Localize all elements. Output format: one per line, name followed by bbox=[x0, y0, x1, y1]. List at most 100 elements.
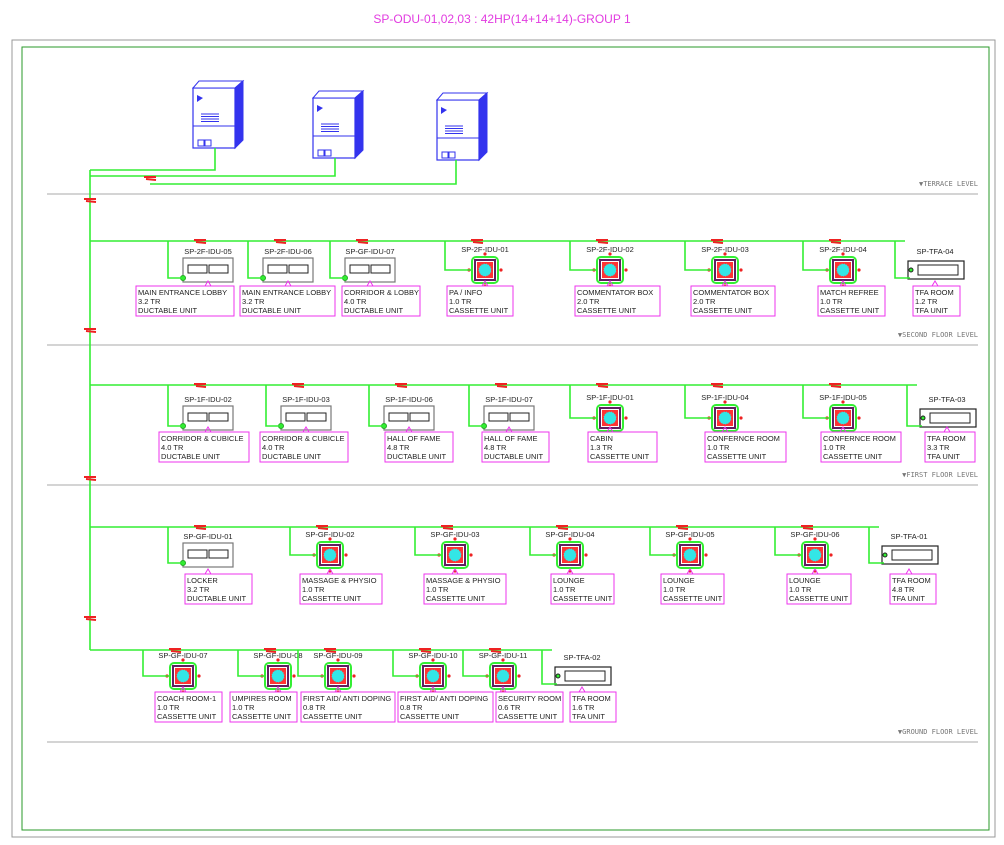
refnet-joint-icon bbox=[84, 616, 97, 621]
unit-label-box bbox=[889, 573, 937, 605]
branch-pipe bbox=[868, 527, 884, 564]
joint-mark bbox=[292, 383, 305, 388]
joint-mark bbox=[169, 648, 182, 653]
outdoor-unit-icon bbox=[191, 79, 245, 150]
branch-pipe bbox=[142, 650, 170, 677]
ductable-unit-icon bbox=[182, 257, 234, 283]
odu-side bbox=[354, 89, 364, 160]
unit-tag: SP-GF-IDU-03 bbox=[430, 530, 479, 539]
leader bbox=[943, 426, 951, 433]
leader bbox=[274, 686, 282, 693]
joint-mark bbox=[84, 328, 97, 333]
airflow-arrow bbox=[447, 674, 451, 678]
room-name: LOCKER bbox=[187, 576, 218, 585]
unit-type: CASSETTE UNIT bbox=[789, 594, 849, 603]
unit-type: DUCTABLE UNIT bbox=[484, 452, 543, 461]
unit-type: CASSETTE UNIT bbox=[820, 306, 880, 315]
unit-label-box bbox=[259, 431, 349, 463]
capacity: 4.8 TR bbox=[484, 443, 507, 452]
duct-grille bbox=[208, 412, 229, 422]
room-name: TFA ROOM bbox=[927, 434, 966, 443]
odu-1-pipe bbox=[90, 148, 216, 171]
leader bbox=[429, 686, 437, 693]
unit-type: CASSETTE UNIT bbox=[498, 712, 558, 721]
duct-grille bbox=[208, 549, 229, 559]
ductable-unit-icon bbox=[483, 405, 535, 431]
unit-tag: SP-GF-IDU-01 bbox=[183, 532, 232, 541]
unit-label-box bbox=[817, 285, 886, 317]
airflow-arrow bbox=[624, 416, 628, 420]
diagram-title: SP-ODU-01,02,03 : 42HP(14+14+14)-GROUP 1 bbox=[373, 12, 631, 26]
odu-port bbox=[317, 149, 325, 157]
capacity: 1.0 TR bbox=[707, 443, 730, 452]
unit-tag: SP-2F-IDU-02 bbox=[586, 245, 634, 254]
unit-type: TFA UNIT bbox=[927, 452, 960, 461]
leader bbox=[405, 426, 413, 433]
branch-pipe bbox=[414, 527, 442, 556]
leader bbox=[366, 280, 374, 287]
tfa-panel bbox=[917, 264, 959, 276]
duct-grille bbox=[187, 264, 208, 274]
duct-grille bbox=[187, 412, 208, 422]
duct-grille bbox=[208, 264, 229, 274]
unit-type: DUCTABLE UNIT bbox=[387, 452, 446, 461]
room-name: MASSAGE & PHYSIO bbox=[426, 576, 501, 585]
leader bbox=[839, 280, 847, 287]
capacity: 2.0 TR bbox=[693, 297, 716, 306]
unit-type: CASSETTE UNIT bbox=[426, 594, 486, 603]
leader bbox=[481, 280, 489, 287]
room-name: FIRST AID/ ANTI DOPING bbox=[303, 694, 391, 703]
joint-mark bbox=[316, 525, 329, 530]
refnet-joint-icon bbox=[144, 176, 157, 181]
cassette-frame bbox=[319, 544, 341, 566]
joint-mark bbox=[84, 616, 97, 621]
leader bbox=[905, 568, 913, 575]
room-name: SECURITY ROOM bbox=[498, 694, 561, 703]
refnet-joint-icon bbox=[419, 648, 432, 653]
capacity: 0.8 TR bbox=[400, 703, 423, 712]
unit-label-box bbox=[690, 285, 776, 317]
airflow-arrow bbox=[292, 674, 296, 678]
refnet-joint-icon bbox=[169, 648, 182, 653]
unit-type: DUCTABLE UNIT bbox=[161, 452, 220, 461]
outdoor-unit-icon bbox=[311, 89, 365, 160]
tfa-unit-icon bbox=[919, 408, 977, 428]
cassette-frame bbox=[714, 407, 736, 429]
unit-type: CASSETTE UNIT bbox=[232, 712, 292, 721]
unit-label-box bbox=[786, 573, 852, 605]
cassette-frame bbox=[804, 544, 826, 566]
branch-pipe bbox=[167, 241, 183, 279]
joint-mark bbox=[419, 648, 432, 653]
unit-tag: SP-2F-IDU-01 bbox=[461, 245, 509, 254]
room-name: TFA ROOM bbox=[915, 288, 954, 297]
unit-tag: SP-GF-IDU-08 bbox=[253, 651, 302, 660]
leader bbox=[578, 686, 586, 693]
airflow-arrow bbox=[584, 553, 588, 557]
leader bbox=[499, 686, 507, 693]
unit-type: CASSETTE UNIT bbox=[302, 594, 362, 603]
capacity: 1.0 TR bbox=[426, 585, 449, 594]
refnet-joint-icon bbox=[84, 328, 97, 333]
airflow-arrow bbox=[688, 537, 692, 541]
cassette-frame bbox=[474, 259, 496, 281]
unit-tag: SP-GF-IDU-09 bbox=[313, 651, 362, 660]
capacity: 4.8 TR bbox=[387, 443, 410, 452]
unit-type: DUCTABLE UNIT bbox=[242, 306, 301, 315]
unit-label-box bbox=[574, 285, 661, 317]
refnet-joint-icon bbox=[356, 239, 369, 244]
unit-type: CASSETTE UNIT bbox=[707, 452, 767, 461]
branch-pipe bbox=[392, 650, 420, 677]
cassette-fan bbox=[836, 263, 850, 277]
capacity: 1.0 TR bbox=[823, 443, 846, 452]
airflow-arrow bbox=[276, 658, 280, 662]
unit-tag: SP-TFA-01 bbox=[890, 532, 927, 541]
